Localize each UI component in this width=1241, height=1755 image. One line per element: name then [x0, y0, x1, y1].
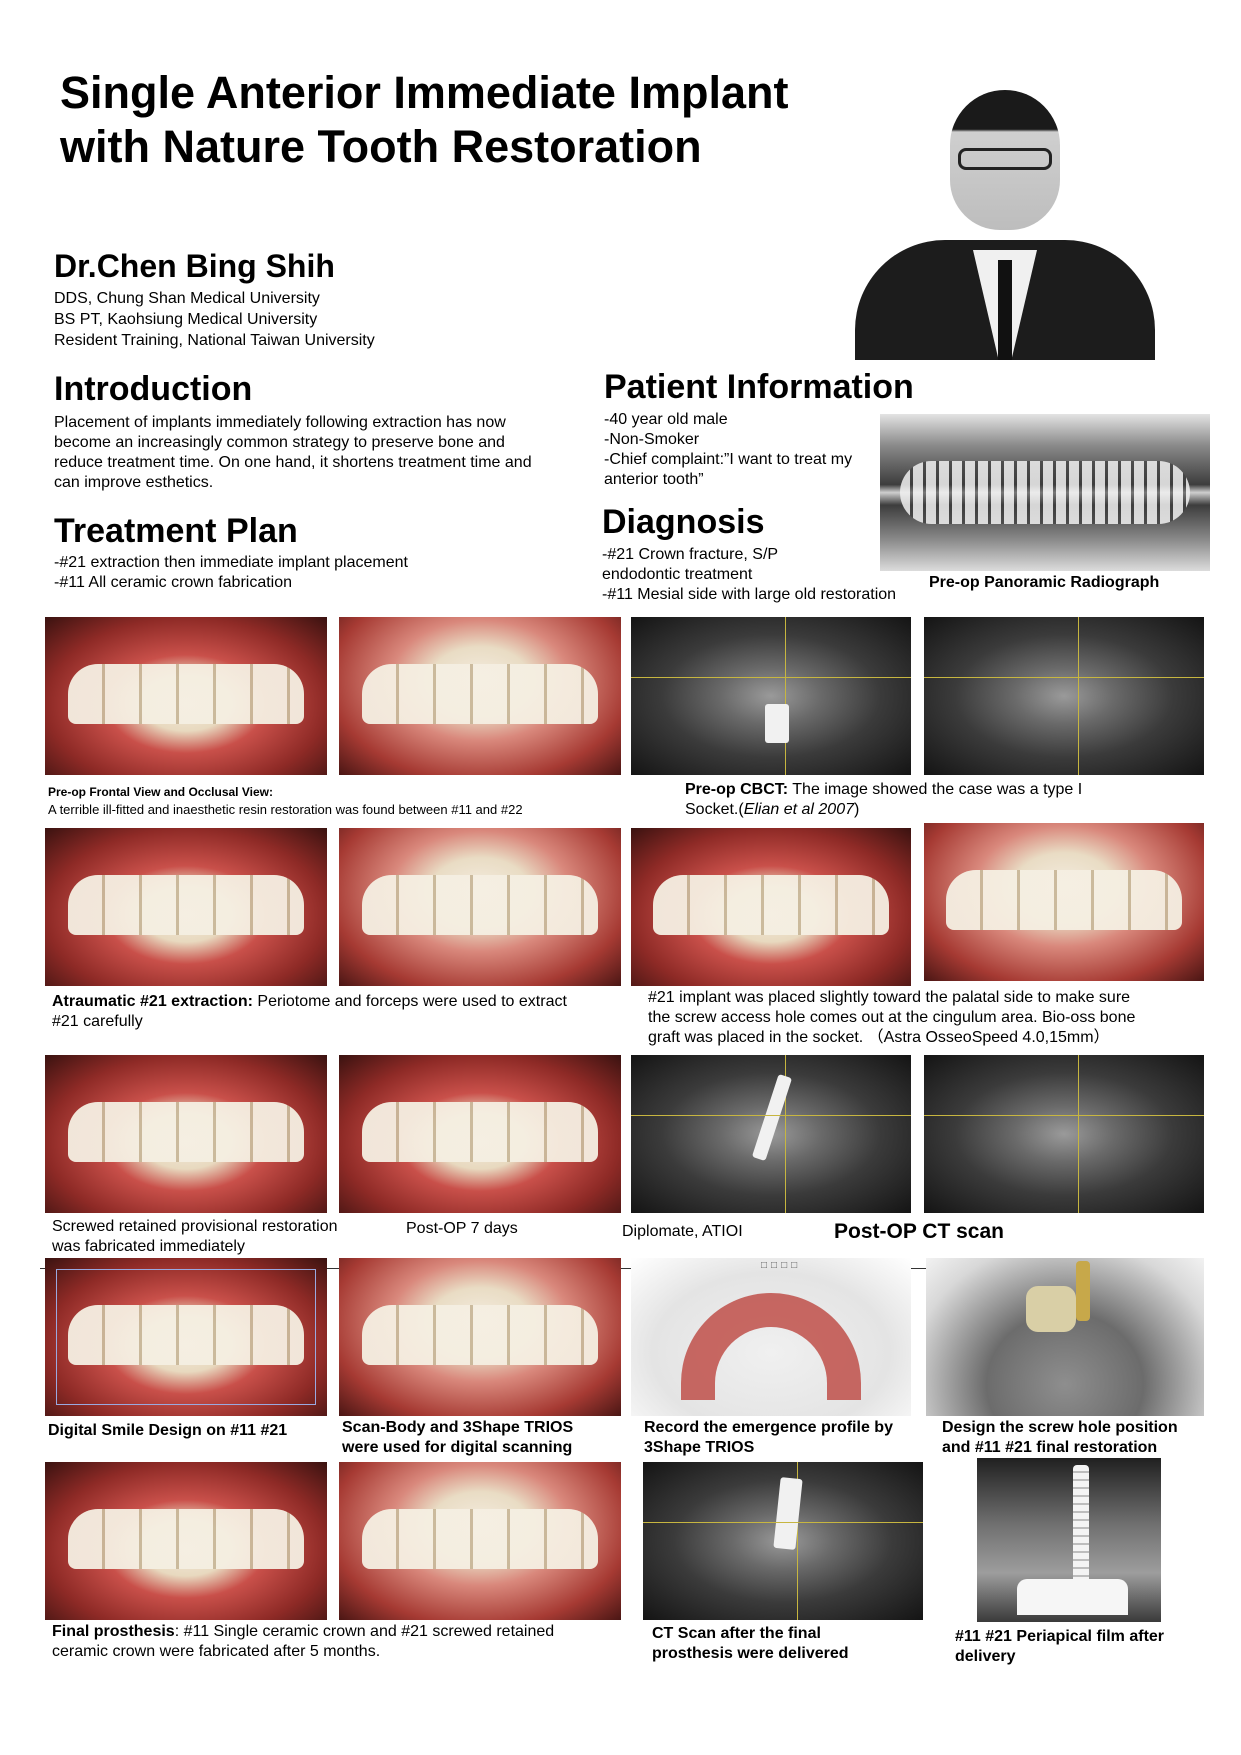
diagnosis-line: -#11 Mesial side with large old restorat… [602, 586, 897, 603]
emergence-profile-scan: □□□□ [631, 1258, 911, 1416]
scan-body-photo [339, 1258, 621, 1416]
dsd-caption: Digital Smile Design on #11 #21 [48, 1422, 288, 1439]
final-prosthesis-caption-text-1: : #11 Single ceramic crown and #21 screw… [174, 1623, 555, 1640]
scanbody-caption-line-2: were used for digital scanning [342, 1439, 573, 1456]
periapical-caption-line-2: delivery [955, 1648, 1016, 1665]
title-line-1: Single Anterior Immediate Implant [60, 67, 789, 118]
cbct-caption-line-1: Pre-op CBCT: The image showed the case w… [685, 780, 1082, 800]
emergence-caption-line-1: Record the emergence profile by [644, 1419, 893, 1436]
final-prosthesis-caption-line-1: Final prosthesis: #11 Single ceramic cro… [52, 1622, 554, 1642]
preop-occlusal-photo [339, 617, 621, 775]
cbct-caption-text-1: The image showed the case was a type I [788, 781, 1083, 798]
extraction-caption-line-2: #21 carefully [52, 1013, 143, 1030]
treatment-plan-line: -#21 extraction then immediate implant p… [54, 554, 408, 571]
introduction-line: reduce treatment time. On one hand, it s… [54, 454, 532, 471]
emergence-caption-line-2: 3Shape TRIOS [644, 1439, 755, 1456]
postop-ct-caption: Post-OP CT scan [834, 1220, 1004, 1243]
postop-7-days-caption: Post-OP 7 days [406, 1220, 518, 1237]
extraction-caption: Atraumatic #21 extraction: Periotome and… [52, 992, 632, 1032]
emergence-caption: Record the emergence profile by 3Shape T… [644, 1418, 893, 1458]
extraction-photo-2 [339, 828, 621, 986]
scan-toolbar-icons: □□□□ [761, 1260, 802, 1271]
treatment-plan-heading: Treatment Plan [54, 512, 298, 550]
patient-information-line: -Non-Smoker [604, 431, 700, 448]
periapical-caption: #11 #21 Periapical film after delivery [955, 1627, 1164, 1667]
extraction-caption-bold: Atraumatic #21 extraction: [52, 993, 253, 1010]
implant-placement-photo-1 [631, 828, 911, 986]
credential-2: BS PT, Kaohsiung Medical University [54, 311, 318, 328]
final-prosthesis-caption: Final prosthesis: #11 Single ceramic cro… [52, 1622, 554, 1662]
credential-1: DDS, Chung Shan Medical University [54, 290, 320, 307]
final-prosthesis-occlusal-photo [339, 1462, 621, 1620]
diagnosis-heading: Diagnosis [602, 503, 765, 541]
patient-information-line: -40 year old male [604, 411, 728, 428]
ct-final-caption: CT Scan after the final prosthesis were … [652, 1624, 849, 1664]
digital-smile-design-photo [45, 1258, 327, 1416]
final-prosthesis-frontal-photo [45, 1462, 327, 1620]
introduction-heading: Introduction [54, 370, 253, 408]
patient-information-text: -40 year old male -Non-Smoker -Chief com… [604, 410, 852, 490]
scanbody-caption: Scan-Body and 3Shape TRIOS were used for… [342, 1418, 573, 1458]
design-caption-line-1: Design the screw hole position [942, 1419, 1178, 1436]
introduction-line: Placement of implants immediately follow… [54, 414, 506, 431]
implant-placement-photo-2 [924, 823, 1204, 981]
provisional-caption: Screwed retained provisional restoration… [52, 1217, 337, 1257]
pano-caption: Pre-op Panoramic Radiograph [929, 574, 1160, 591]
treatment-plan-line: -#11 All ceramic crown fabrication [54, 574, 293, 591]
extraction-caption-line-1: Atraumatic #21 extraction: Periotome and… [52, 992, 632, 1012]
cbct-caption-text-2c: ) [854, 801, 860, 818]
design-caption: Design the screw hole position and #11 #… [942, 1418, 1178, 1458]
diagnosis-text: -#21 Crown fracture, S/P endodontic trea… [602, 545, 896, 605]
introduction-text: Placement of implants immediately follow… [54, 413, 614, 493]
postop-ct-axial [924, 1055, 1204, 1213]
preop-cbct-axial [924, 617, 1204, 775]
patient-information-line: anterior tooth” [604, 471, 704, 488]
cbct-caption-text-2a: Socket.( [685, 801, 744, 818]
extraction-caption-text-1: Periotome and forceps were used to extra… [252, 993, 567, 1010]
patient-information-line: -Chief complaint:”I want to treat my [604, 451, 853, 468]
ct-final-caption-line-1: CT Scan after the final [652, 1625, 821, 1642]
preop-view-caption: Pre-op Frontal View and Occlusal View: [48, 785, 273, 800]
introduction-line: can improve esthetics. [54, 474, 214, 491]
provisional-caption-line-1: Screwed retained provisional restoration [52, 1218, 338, 1235]
author-name: Dr.Chen Bing Shih [54, 248, 335, 284]
extraction-photo-1 [45, 828, 327, 986]
periapical-caption-line-1: #11 #21 Periapical film after [955, 1628, 1165, 1645]
design-caption-line-2: and #11 #21 final restoration [942, 1439, 1158, 1456]
poster-title: Single Anterior Immediate Implant with N… [60, 66, 788, 174]
implant-caption-line: #21 implant was placed slightly toward t… [648, 989, 1131, 1006]
restoration-design-model [926, 1258, 1204, 1416]
implant-caption-line: the screw access hole comes out at the c… [648, 1009, 1136, 1026]
preop-view-caption-text: A terrible ill-fitted and inaesthetic re… [48, 802, 523, 817]
cbct-caption: Pre-op CBCT: The image showed the case w… [685, 780, 1082, 820]
introduction-line: become an increasingly common strategy t… [54, 434, 505, 451]
preop-cbct-sagittal [631, 617, 911, 775]
implant-caption: #21 implant was placed slightly toward t… [648, 988, 1135, 1048]
preop-panoramic-radiograph [880, 414, 1210, 571]
provisional-caption-line-2: was fabricated immediately [52, 1238, 245, 1255]
provisional-photo [45, 1055, 327, 1213]
final-prosthesis-caption-bold: Final prosthesis [52, 1623, 175, 1640]
periapical-film [977, 1458, 1161, 1622]
ct-final-caption-line-2: prosthesis were delivered [652, 1645, 849, 1662]
preop-view-caption-bold: Pre-op Frontal View and Occlusal View: [48, 785, 273, 799]
scanbody-caption-line-1: Scan-Body and 3Shape TRIOS [342, 1419, 574, 1436]
implant-caption-line: graft was placed in the socket. （Astra O… [648, 1029, 1110, 1046]
patient-information-heading: Patient Information [604, 368, 914, 406]
final-prosthesis-caption-line-2: ceramic crown were fabricated after 5 mo… [52, 1643, 381, 1660]
author-portrait [855, 78, 1155, 360]
diagnosis-line: -#21 Crown fracture, S/P [602, 546, 779, 563]
postop-7-days-photo [339, 1055, 621, 1213]
credential-3: Resident Training, National Taiwan Unive… [54, 332, 375, 349]
preop-frontal-photo [45, 617, 327, 775]
diagnosis-line: endodontic treatment [602, 566, 753, 583]
diplomate-text: Diplomate, ATIOI [622, 1223, 743, 1240]
cbct-caption-bold: Pre-op CBCT: [685, 781, 789, 798]
treatment-plan-text: -#21 extraction then immediate implant p… [54, 553, 408, 593]
cbct-caption-citation: Elian et al 2007 [743, 801, 854, 818]
cbct-caption-line-2: Socket.(Elian et al 2007) [685, 800, 1082, 820]
ct-after-final-prosthesis [643, 1462, 923, 1620]
postop-ct-sagittal [631, 1055, 911, 1213]
title-line-2: with Nature Tooth Restoration [60, 121, 702, 172]
